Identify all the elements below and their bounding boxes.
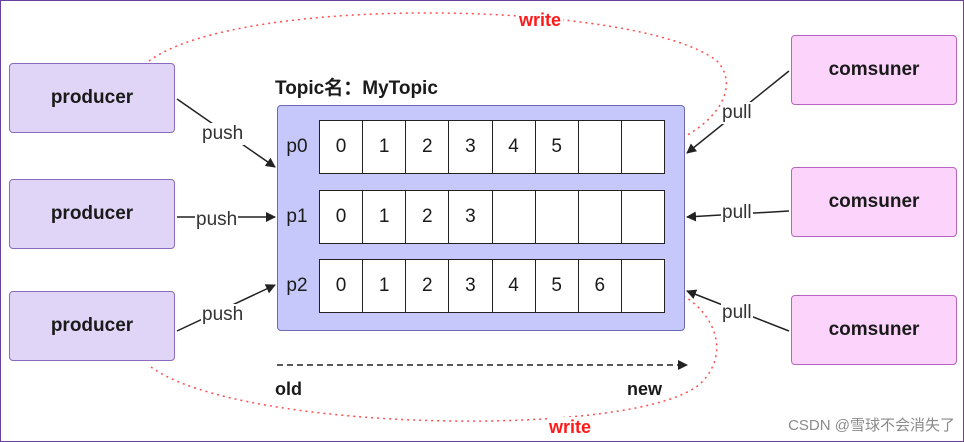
message-cell: [622, 121, 664, 173]
partition-label-p0: p0: [286, 136, 308, 157]
axis-label-old: old: [275, 379, 302, 399]
message-cell: 0: [320, 191, 364, 243]
consumer-node-1: comsuner: [791, 35, 957, 105]
message-cell: 5: [536, 121, 579, 173]
message-cell: [579, 191, 622, 243]
message-cell: 2: [406, 121, 450, 173]
consumer-node-3: comsuner: [791, 295, 957, 365]
pull-label-1: pull: [721, 102, 753, 124]
message-cell: 1: [363, 191, 407, 243]
push-label-1: push: [201, 123, 245, 145]
topic-title: Topic名：MyTopic: [275, 78, 438, 99]
message-cell: 0: [320, 121, 364, 173]
pull-label-2: pull: [721, 202, 753, 224]
message-cell: [579, 121, 622, 173]
axis-label-new: new: [627, 379, 663, 399]
message-cell: 2: [406, 191, 450, 243]
message-cell: 3: [449, 260, 493, 312]
message-cell: [493, 191, 536, 243]
push-label-3: push: [201, 304, 245, 326]
partition-row-p0: 0 1 2 3 4 5: [319, 120, 665, 174]
message-cell: 0: [320, 260, 364, 312]
message-cell: 5: [536, 260, 579, 312]
producer-node-2: producer: [9, 179, 175, 249]
producer-node-3: producer: [9, 291, 175, 361]
partition-label-p1: p1: [286, 206, 308, 227]
write-label-bottom: write: [547, 417, 594, 437]
pull-label-3: pull: [721, 302, 753, 324]
message-cell: 1: [363, 121, 407, 173]
partition-label-p2: p2: [286, 275, 308, 296]
watermark-text: CSDN @雪球不会消失了: [788, 417, 955, 434]
push-label-2: push: [195, 209, 239, 231]
message-cell: 1: [363, 260, 407, 312]
producer-node-1: producer: [9, 63, 175, 133]
partition-row-p2: 0 1 2 3 4 5 6: [319, 259, 665, 313]
message-cell: [536, 191, 579, 243]
consumer-node-2: comsuner: [791, 167, 957, 237]
message-cell: [622, 191, 664, 243]
message-cell: [622, 260, 664, 312]
message-cell: 4: [493, 121, 536, 173]
message-cell: 2: [406, 260, 450, 312]
message-cell: 3: [449, 121, 493, 173]
message-cell: 4: [493, 260, 536, 312]
partition-row-p1: 0 1 2 3: [319, 190, 665, 244]
write-label-top: write: [517, 10, 564, 30]
message-cell: 6: [579, 260, 622, 312]
message-cell: 3: [449, 191, 493, 243]
write-curve-bottom: [150, 286, 718, 422]
